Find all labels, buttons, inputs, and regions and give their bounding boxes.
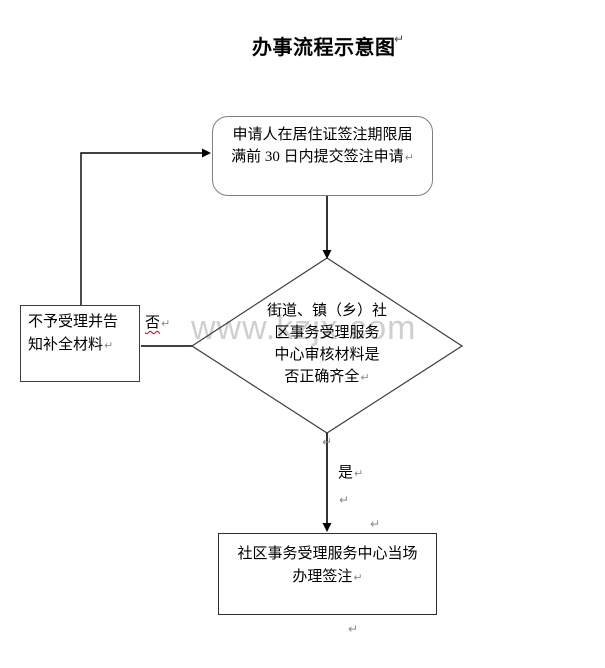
paragraph-mark: ↵ [104,339,114,352]
node-reject-line1: 不予受理并告 [28,314,119,330]
node-reject-line2: 知补全材料↵ [28,337,114,353]
paragraph-mark: ↵ [404,151,414,164]
page-title-text: 办事流程示意图 [252,37,396,59]
node-final-process: 社区事务受理服务中心当场 办理签注↵ [218,533,437,615]
arrowhead-into-final [322,523,332,532]
paragraph-mark: ↵ [370,517,381,531]
node-final-line1: 社区事务受理服务中心当场 [237,546,418,562]
arrowhead-into-start [202,148,211,158]
paragraph-mark: ↵ [354,467,364,480]
node-start-apply: 申请人在居住证签注期限届 满前 30 日内提交签注申请↵ [212,116,433,196]
node-decision-line4: 否正确齐全↵ [284,369,370,385]
node-final-line2: 办理签注↵ [292,569,363,585]
arrowhead-into-decision [322,250,332,259]
paragraph-mark: ↵ [360,371,370,384]
node-start-line1: 申请人在居住证签注期限届 [232,127,413,143]
branch-label-no: 否↵ [145,315,171,331]
node-decision-review: 街道、镇（乡）社 区事务受理服务 中心审核材料是 否正确齐全↵ [237,300,417,389]
paragraph-mark: ↵ [353,571,363,584]
paragraph-mark: ↵ [322,435,333,449]
edge-reject-to-start [80,152,204,305]
node-decision-line3: 中心审核材料是 [274,347,380,363]
paragraph-mark: ↵ [394,32,405,46]
node-decision-line2: 区事务受理服务 [274,325,380,341]
paragraph-mark: ↵ [339,493,350,507]
node-start-line2: 满前 30 日内提交签注申请↵ [231,149,414,165]
page-title: 办事流程示意图 [252,31,396,60]
branch-label-yes: 是↵ [338,465,364,481]
paragraph-mark: ↵ [161,317,171,330]
node-decision-line1: 街道、镇（乡）社 [266,303,387,319]
node-reject-notify: 不予受理并告 知补全材料↵ [20,305,140,382]
paragraph-mark: ↵ [348,622,359,636]
